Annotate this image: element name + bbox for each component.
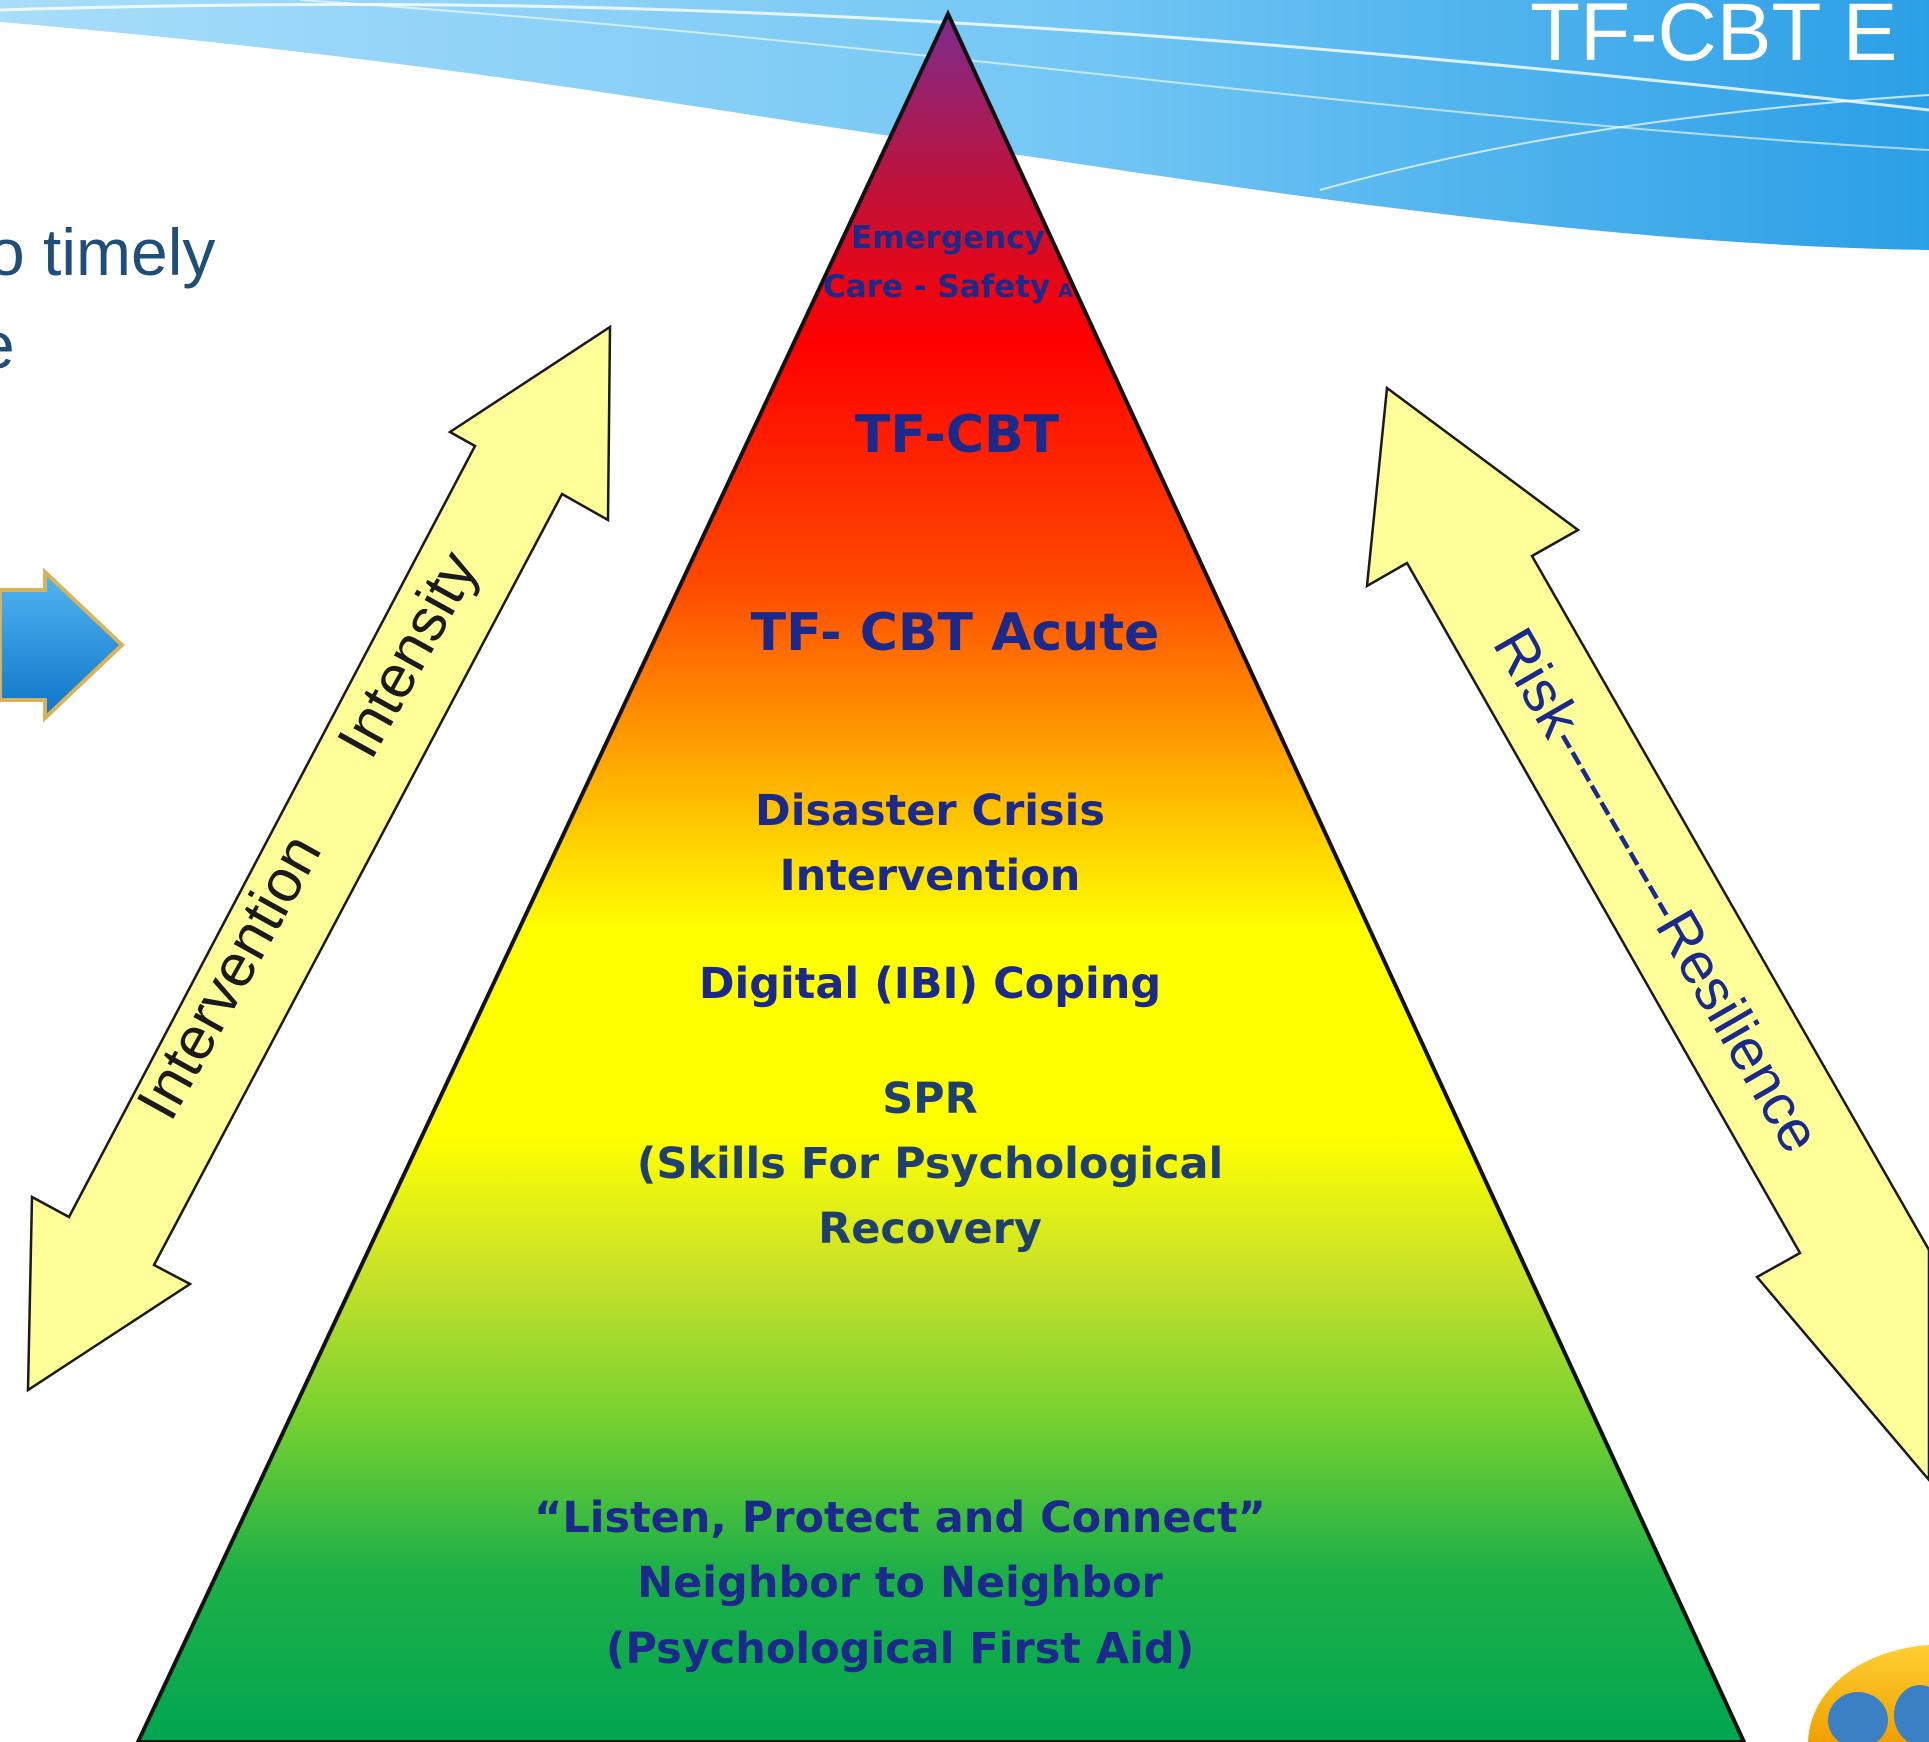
intervention-pyramid — [135, 9, 1747, 1742]
pyramid-tier-6-line-2: (Skills For Psychological — [637, 1139, 1223, 1189]
risk-resilience-label: Risk-----------Resilience — [1481, 617, 1834, 1163]
body-text-line-2: e — [0, 308, 15, 382]
pyramid-tier-6-line-1: SPR — [882, 1074, 978, 1124]
slide-title: TF-CBT E — [1530, 0, 1897, 78]
pyramid-tier-7-line-2: Neighbor to Neighbor — [637, 1558, 1163, 1608]
blue-accent-arrow-icon — [0, 567, 125, 723]
pyramid-tier-4-line-2: Intervention — [780, 851, 1081, 901]
pyramid-tier-7-line-3: (Psychological First Aid) — [606, 1624, 1195, 1674]
pyramid-tier-6-line-3: Recovery — [818, 1204, 1042, 1254]
pyramid-tier-5-line-1: Digital (IBI) Coping — [699, 959, 1161, 1009]
pyramid-tier-4-line-1: Disaster Crisis — [755, 786, 1105, 836]
pyramid-tier-7-line-1: “Listen, Protect and Connect” — [534, 1493, 1266, 1543]
pyramid-tier-1-line-1: Emergency — [851, 220, 1045, 256]
pyramid-tier-suffix: A — [1058, 280, 1073, 302]
body-text-line-1: o timely — [0, 215, 215, 289]
corner-decoration-icon — [1808, 1645, 1929, 1742]
pyramid-tier-2-line-1: TF-CBT — [855, 405, 1060, 465]
pyramid-tier-3-line-1: TF- CBT Acute — [751, 603, 1160, 663]
intervention-intensity-label: Intervention Intensity — [123, 540, 490, 1130]
